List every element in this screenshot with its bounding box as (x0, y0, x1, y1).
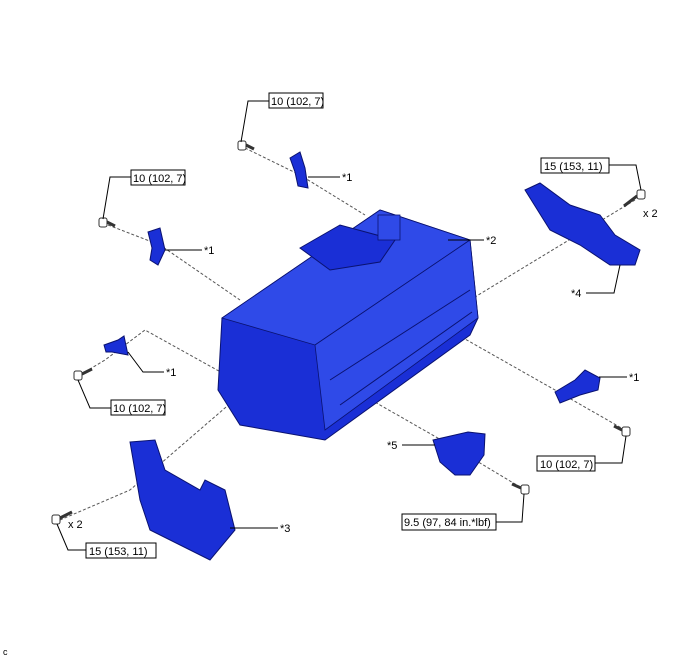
figure-code: c (3, 647, 8, 657)
torque-label: 10 (102, 7) (110, 399, 166, 416)
bracket-3 (129, 439, 236, 561)
bolt-icon (613, 424, 631, 437)
torque-label: 9.5 (97, 84 in.*lbf) (401, 513, 497, 531)
torque-label: 10 (102, 7) (536, 455, 596, 472)
torque-value: 9.5 (97, 84 in.*lbf) (404, 517, 491, 529)
bolt-icon (237, 140, 255, 151)
torque-value: 10 (102, 7) (271, 96, 324, 108)
torque-label: 10 (102, 7) (268, 92, 324, 109)
quantity-label: x 2 (643, 208, 658, 220)
inverter-assembly (217, 209, 479, 441)
callout-label: *1 (204, 245, 214, 257)
leader-lines (56, 100, 642, 551)
bracket-1-top (289, 151, 309, 189)
bolt-icon (511, 482, 530, 495)
bracket-1-lower-left (103, 335, 129, 356)
torque-value: 10 (102, 7) (113, 403, 166, 415)
bolt-icon (51, 510, 73, 525)
bracket-5 (432, 431, 486, 476)
bracket-1-right (554, 369, 601, 404)
bracket-4 (524, 182, 641, 266)
bracket-1-left (147, 227, 166, 266)
torque-label: 10 (102, 7) (130, 169, 186, 186)
bolt-icon (73, 367, 93, 381)
torque-label: 15 (153, 11) (540, 157, 610, 174)
callout-label: *1 (342, 172, 352, 184)
callout-label: *1 (629, 372, 639, 384)
bolt-icon (623, 189, 646, 208)
torque-value: 15 (153, 11) (544, 161, 603, 173)
callout-label: *2 (486, 235, 496, 247)
callout-label: *5 (387, 440, 397, 452)
torque-value: 15 (153, 11) (89, 546, 148, 558)
callout-label: *1 (166, 367, 176, 379)
callout-label: *3 (280, 523, 290, 535)
torque-label: 15 (153, 11) (85, 542, 157, 559)
torque-value: 10 (102, 7) (133, 173, 186, 185)
quantity-label: x 2 (68, 519, 83, 531)
bolt-icon (98, 217, 116, 228)
torque-value: 10 (102, 7) (540, 459, 593, 471)
callout-label: *4 (571, 288, 581, 300)
